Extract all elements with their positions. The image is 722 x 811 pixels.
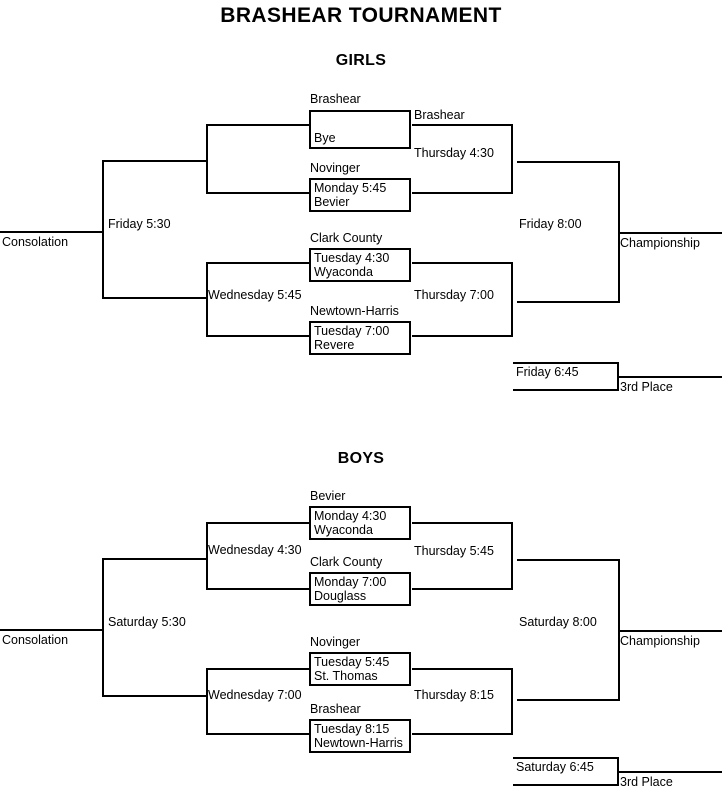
boys-round2-upper-game: Thursday 5:45 — [414, 544, 494, 558]
boys-round2-upper-rail-bottom — [412, 588, 513, 590]
boys-third-place-game: Saturday 6:45 — [516, 760, 594, 774]
page-title: BRASHEAR TOURNAMENT — [220, 4, 502, 27]
boys-round2-lower-rail-bottom — [412, 733, 513, 735]
girls-round2-upper-game: Thursday 4:30 — [414, 146, 494, 160]
girls-semi-lower-game: Wednesday 5:45 — [208, 288, 302, 302]
girls-round1-game-4-team-bottom: Revere — [314, 338, 355, 352]
boys-round1-game-3[interactable]: Tuesday 5:45 St. Thomas — [309, 652, 411, 686]
boys-round1-game-1-time: Monday 4:30 — [314, 509, 387, 523]
boys-round2-lower-spine — [511, 668, 513, 735]
girls-round1-game-2-team-bottom: Bevier — [314, 195, 350, 209]
boys-consolation-line — [0, 629, 104, 631]
girls-consolation-spine — [102, 160, 104, 299]
girls-consolation-rail-bottom — [102, 297, 208, 299]
girls-semi-lower-rail-bottom — [206, 335, 311, 337]
girls-consolation-label: Consolation — [2, 235, 69, 249]
boys-final-rail-bottom — [517, 699, 620, 701]
girls-consolation-line — [0, 231, 104, 233]
girls-consolation-game: Friday 5:30 — [108, 217, 171, 231]
girls-third-place-box[interactable]: Friday 6:45 — [513, 362, 619, 391]
boys-championship-line — [618, 630, 722, 632]
girls-third-place-line — [618, 376, 722, 378]
boys-round1-game-2-team-bottom: Douglass — [314, 589, 367, 603]
girls-round2-lower-spine — [511, 262, 513, 337]
boys-round2-lower-game: Thursday 8:15 — [414, 688, 494, 702]
girls-third-place-game: Friday 6:45 — [516, 365, 579, 379]
boys-consolation-game: Saturday 5:30 — [108, 615, 186, 629]
girls-semi-lower-spine — [206, 262, 208, 337]
girls-semi-upper-rail-top — [206, 124, 311, 126]
boys-semi-lower-rail-bottom — [206, 733, 311, 735]
girls-round1-game-2-team-top: Novinger — [310, 161, 361, 175]
girls-semi-upper-rail-bottom — [206, 192, 311, 194]
girls-semi-lower-rail-top — [206, 262, 311, 264]
boys-round1-game-3-team-bottom: St. Thomas — [314, 669, 378, 683]
boys-semi-lower-rail-top — [206, 668, 311, 670]
boys-final-rail-top — [517, 559, 620, 561]
boys-round1-game-1[interactable]: Monday 4:30 Wyaconda — [309, 506, 411, 540]
girls-round2-upper-winner: Brashear — [414, 108, 465, 122]
girls-round1-game-2[interactable]: Monday 5:45 Bevier — [309, 178, 411, 212]
girls-championship-label: Championship — [620, 236, 700, 250]
boys-round1-game-2-time: Monday 7:00 — [314, 575, 387, 589]
girls-final-rail-bottom — [517, 301, 620, 303]
boys-championship-label: Championship — [620, 634, 700, 648]
boys-consolation-rail-top — [102, 558, 208, 560]
boys-semi-upper-spine — [206, 522, 208, 590]
boys-round1-game-3-team-top: Novinger — [310, 635, 361, 649]
girls-round2-lower-rail-top — [412, 262, 513, 264]
boys-round1-game-1-team-bottom: Wyaconda — [314, 523, 373, 537]
boys-semi-lower-game: Wednesday 7:00 — [208, 688, 302, 702]
boys-third-place-label: 3rd Place — [620, 775, 673, 789]
girls-round1-game-1-team-bottom: Bye — [314, 131, 336, 145]
boys-round1-game-4[interactable]: Tuesday 8:15 Newtown-Harris — [309, 719, 411, 753]
boys-third-place-line — [618, 771, 722, 773]
girls-championship-line — [618, 232, 722, 234]
boys-final-game: Saturday 8:00 — [519, 615, 597, 629]
boys-round1-game-4-team-bottom: Newtown-Harris — [314, 736, 403, 750]
girls-round1-game-4-team-top: Newtown-Harris — [310, 304, 399, 318]
boys-round1-game-4-team-top: Brashear — [310, 702, 361, 716]
boys-round1-game-2[interactable]: Monday 7:00 Douglass — [309, 572, 411, 606]
girls-round1-game-2-time: Monday 5:45 — [314, 181, 387, 195]
boys-consolation-rail-bottom — [102, 695, 208, 697]
girls-round2-lower-rail-bottom — [412, 335, 513, 337]
boys-semi-upper-game: Wednesday 4:30 — [208, 543, 302, 557]
boys-semi-upper-rail-top — [206, 522, 311, 524]
girls-round1-game-4-time: Tuesday 7:00 — [314, 324, 390, 338]
boys-round1-game-2-team-top: Clark County — [310, 555, 383, 569]
boys-semi-upper-rail-bottom — [206, 588, 311, 590]
girls-round2-lower-game: Thursday 7:00 — [414, 288, 494, 302]
girls-round1-game-3[interactable]: Tuesday 4:30 Wyaconda — [309, 248, 411, 282]
boys-consolation-spine — [102, 558, 104, 697]
boys-semi-lower-spine — [206, 668, 208, 735]
girls-round1-game-3-time: Tuesday 4:30 — [314, 251, 390, 265]
girls-semi-upper-spine — [206, 124, 208, 194]
girls-round1-game-1-team-top: Brashear — [310, 92, 361, 106]
girls-final-rail-top — [517, 161, 620, 163]
girls-round2-upper-rail-bottom — [412, 192, 513, 194]
girls-third-place-label: 3rd Place — [620, 380, 673, 394]
boys-round1-game-4-time: Tuesday 8:15 — [314, 722, 390, 736]
girls-round1-game-1[interactable]: Bye — [309, 110, 411, 149]
girls-round1-game-3-team-top: Clark County — [310, 231, 383, 245]
boys-consolation-label: Consolation — [2, 633, 69, 647]
boys-round2-upper-rail-top — [412, 522, 513, 524]
boys-section-title: BOYS — [337, 450, 385, 467]
boys-round1-game-3-time: Tuesday 5:45 — [314, 655, 390, 669]
girls-round1-game-3-team-bottom: Wyaconda — [314, 265, 373, 279]
boys-third-place-box[interactable]: Saturday 6:45 — [513, 757, 619, 786]
boys-round1-game-1-team-top: Bevier — [310, 489, 346, 503]
girls-round2-upper-spine — [511, 124, 513, 194]
girls-final-game: Friday 8:00 — [519, 217, 582, 231]
girls-round2-upper-rail-top — [412, 124, 513, 126]
girls-section-title: GIRLS — [335, 52, 387, 69]
girls-round1-game-4[interactable]: Tuesday 7:00 Revere — [309, 321, 411, 355]
boys-round2-upper-spine — [511, 522, 513, 590]
boys-round2-lower-rail-top — [412, 668, 513, 670]
girls-consolation-rail-top — [102, 160, 208, 162]
